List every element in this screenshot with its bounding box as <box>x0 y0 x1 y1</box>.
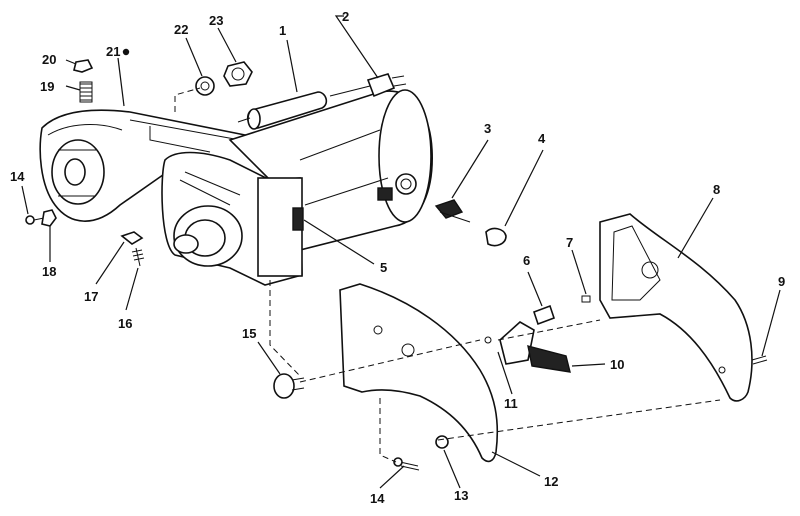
callout-19: 19 <box>40 79 54 94</box>
gear-case <box>161 151 304 286</box>
callout-15: 15 <box>242 326 256 341</box>
bracket-and-screw <box>120 231 145 267</box>
callout-20: 20 <box>42 52 56 67</box>
callout-17: 17 <box>84 289 98 304</box>
callout-7: 7 <box>566 235 573 250</box>
nut-and-screw-bottom <box>393 435 449 471</box>
callout-18: 18 <box>42 264 56 279</box>
callout-21: 21 <box>106 44 120 59</box>
callout-5: 5 <box>380 260 387 275</box>
callout-16: 16 <box>118 316 132 331</box>
screw-right <box>751 355 768 365</box>
switch-block <box>484 321 571 373</box>
right-guard-cover <box>599 213 753 402</box>
screw-and-washer-left <box>25 209 57 227</box>
left-guard-cover <box>339 283 499 463</box>
washer-and-nut <box>195 61 253 96</box>
callout-22: 22 <box>174 22 188 37</box>
callout-13: 13 <box>454 488 468 503</box>
callout-12: 12 <box>544 474 558 489</box>
callout-6: 6 <box>523 253 530 268</box>
callout-21-dot <box>122 48 130 56</box>
callout-2: 2 <box>342 9 349 24</box>
callout-14-bottom: 14 <box>370 491 385 506</box>
callout-9: 9 <box>778 274 785 289</box>
knob <box>273 373 305 399</box>
callout-3: 3 <box>484 121 491 136</box>
handle-sleeve <box>237 91 328 130</box>
callout-10: 10 <box>610 357 624 372</box>
callout-23: 23 <box>209 13 223 28</box>
nut-and-spring <box>73 59 94 103</box>
callout-1: 1 <box>279 23 286 38</box>
callout-8: 8 <box>713 182 720 197</box>
alignment-lines <box>174 87 721 463</box>
leader-lines <box>21 15 781 489</box>
pin-and-set-screw <box>532 295 591 326</box>
power-cord-plug <box>329 73 407 98</box>
callout-11: 11 <box>504 396 518 411</box>
callout-4: 4 <box>538 131 546 146</box>
callout-14-top: 14 <box>10 169 25 184</box>
callout-labels: 1 2 3 4 5 6 7 8 9 10 11 12 13 14 14 15 1… <box>10 9 785 506</box>
brush-holder <box>434 199 507 247</box>
motor-body <box>228 89 433 251</box>
